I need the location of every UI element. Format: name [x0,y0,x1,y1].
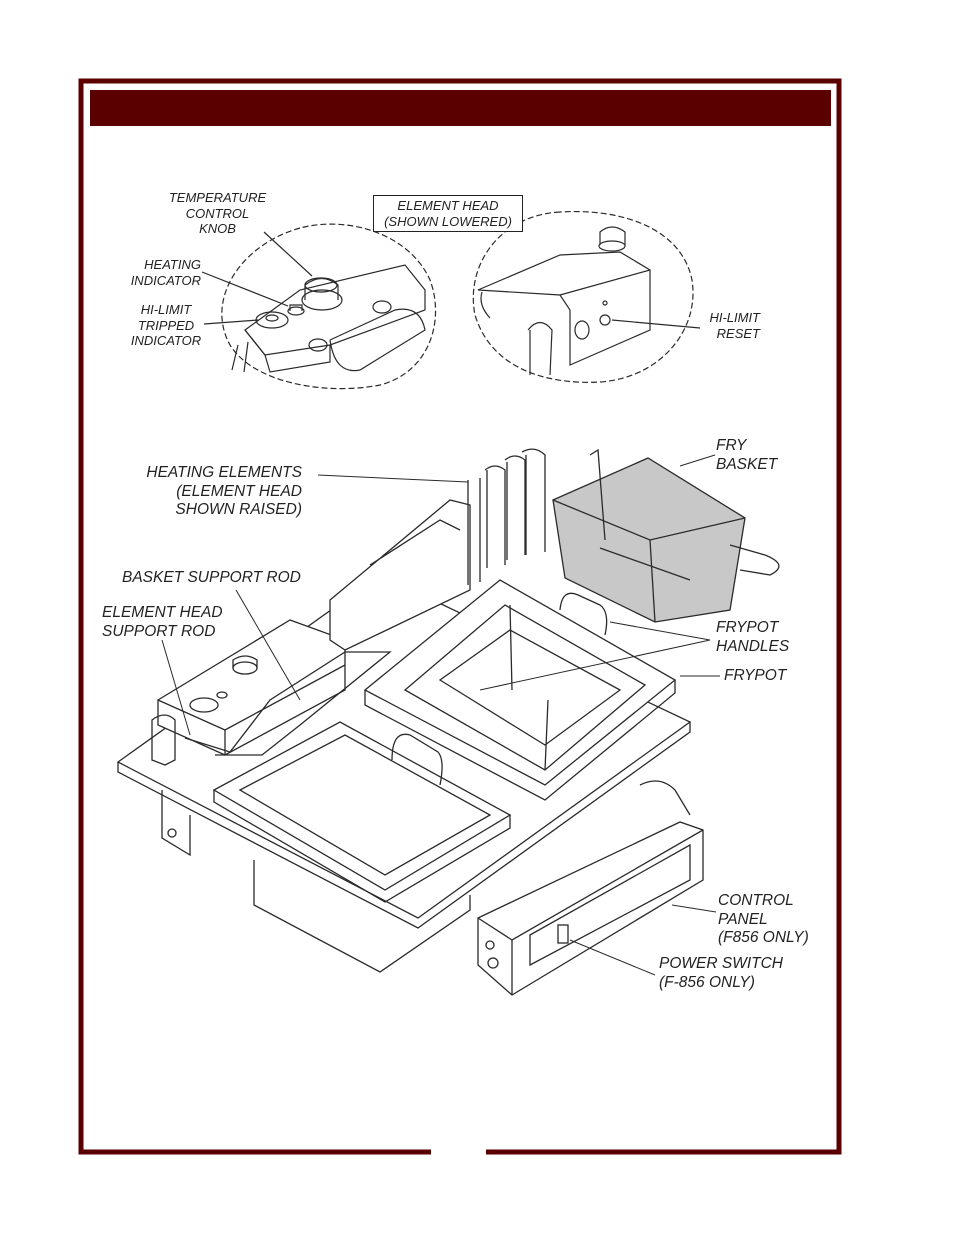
temperature-knob-label: TEMPERATURE CONTROL KNOB [168,190,267,237]
fry-basket [552,448,780,623]
header-bar [90,90,831,126]
control-panel-label: CONTROL PANEL (F856 ONLY) [718,892,809,947]
frypot-label: FRYPOT [724,667,787,684]
basket-support-rod-label: BASKET SUPPORT ROD [122,569,301,586]
element-head [151,619,346,766]
fryer-illustration [116,448,704,996]
heating-indicator-label: HEATING INDICATOR [130,257,201,288]
element-head-lowered-label: ELEMENT HEAD (SHOWN LOWERED) [373,195,523,233]
power-switch-label: POWER SWITCH (F-856 ONLY) [659,955,783,991]
frypot-handles-label: FRYPOT HANDLES [716,619,790,655]
frypot-left [212,721,512,903]
leader-lines [161,454,720,976]
frypot-right [363,579,677,801]
temperature-knob-icon [301,277,343,311]
hi-limit-tripped-label: HI-LIMIT TRIPPED INDICATOR [130,302,202,349]
element-head-support-rod-label: ELEMENT HEAD SUPPORT ROD [102,604,223,640]
knob-top-icon [598,226,626,252]
detail-circle-controls [201,223,437,390]
page-border [78,78,842,1155]
detail-circle-reset [472,210,701,383]
reset-button-icon [599,300,611,326]
heating-indicator-icon [287,304,305,316]
fry-basket-label: FRY BASKET [716,437,778,473]
heating-elements [467,448,546,585]
control-panel [477,821,704,996]
heating-elements-label: HEATING ELEMENTS (ELEMENT HEAD SHOWN RAI… [146,464,302,519]
hi-limit-reset-label: HI-LIMIT RESET [709,310,760,341]
